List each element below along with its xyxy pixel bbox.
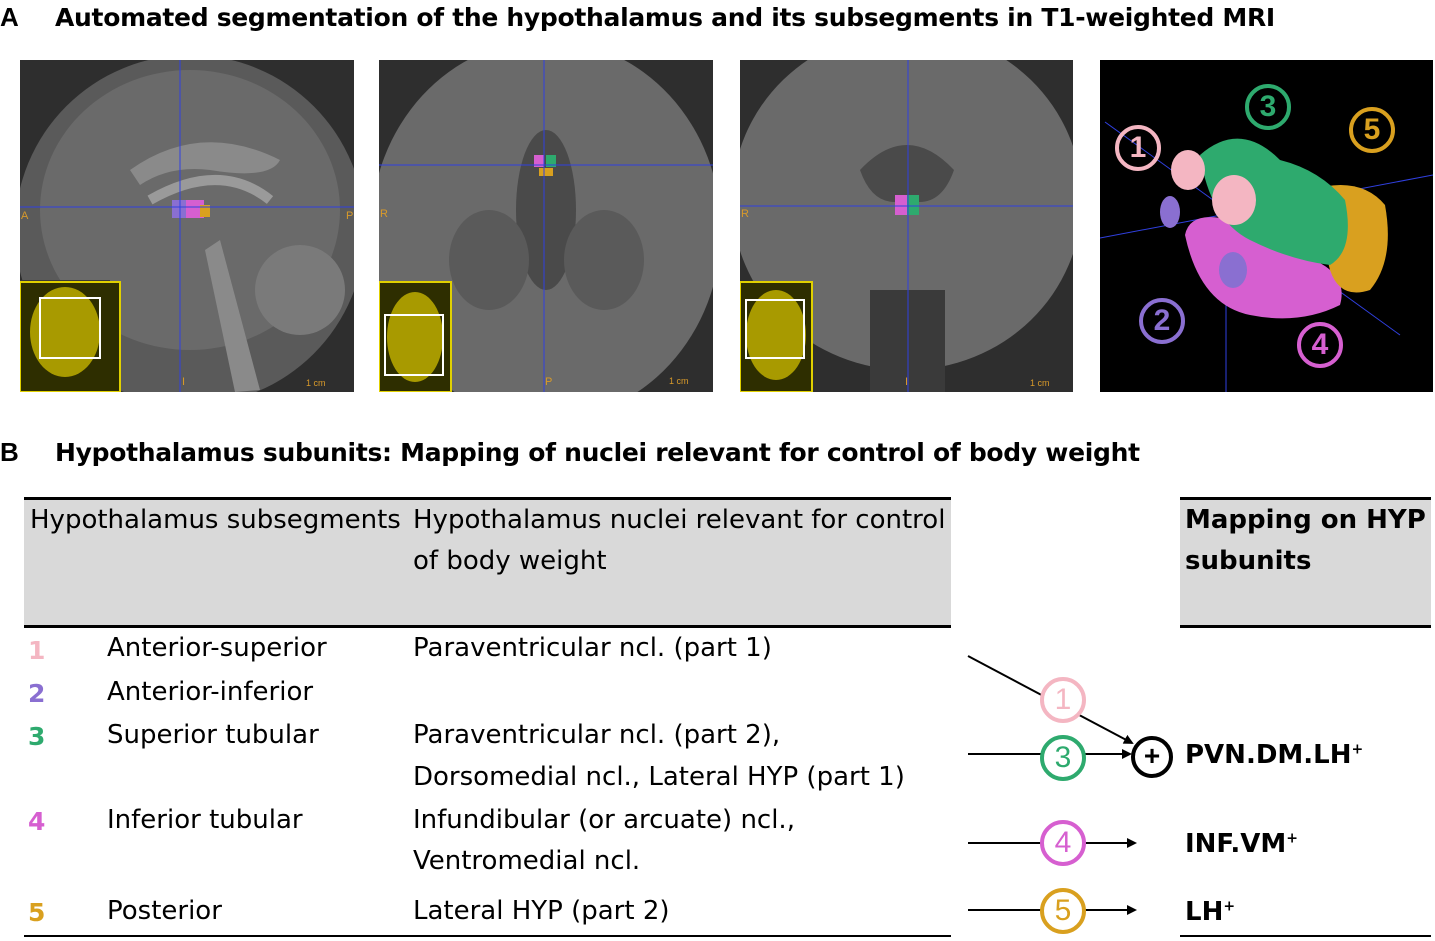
mri-sagittal: A P I 1 cm bbox=[20, 60, 354, 392]
coronal-left-label: R bbox=[741, 208, 749, 220]
mapping-header-bg bbox=[1180, 499, 1431, 626]
mapping-top-rule bbox=[1180, 497, 1431, 500]
table-bottom-rule bbox=[24, 935, 951, 937]
render-marker-5: 5 bbox=[1349, 107, 1395, 153]
mapping-lh: LH+ bbox=[1185, 897, 1236, 927]
mri-axial: R P 1 cm bbox=[379, 60, 713, 392]
map-circle-3: 3 bbox=[1040, 735, 1086, 781]
header-nuclei-line2: of body weight bbox=[413, 546, 607, 576]
sagittal-bottom-label: I bbox=[182, 376, 186, 388]
row-3-nuclei-line1: Paraventricular ncl. (part 2), bbox=[413, 720, 781, 750]
mapping-header-rule bbox=[1180, 625, 1431, 628]
map-circle-5: 5 bbox=[1040, 888, 1086, 934]
axial-left-label: R bbox=[380, 208, 388, 220]
table-header-bg bbox=[24, 499, 951, 626]
panel-b-title: Hypothalamus subunits: Mapping of nuclei… bbox=[55, 438, 1140, 467]
sagittal-right-label: P bbox=[346, 210, 354, 222]
panel-a-title: Automated segmentation of the hypothalam… bbox=[55, 3, 1275, 32]
combine-plus-icon: + bbox=[1131, 736, 1173, 778]
render-marker-3: 3 bbox=[1245, 84, 1291, 130]
panel-b-letter: B bbox=[0, 437, 19, 467]
row-3-nuclei-line2: Dorsomedial ncl., Lateral HYP (part 1) bbox=[413, 762, 905, 792]
row-5-name: Posterior bbox=[107, 896, 222, 926]
axial-scale: 1 cm bbox=[669, 376, 689, 386]
map-circle-1: 1 bbox=[1040, 677, 1086, 723]
row-3-number: 3 bbox=[28, 722, 46, 751]
render-3d: 1 3 5 2 4 bbox=[1100, 60, 1433, 392]
header-subsegments: Hypothalamus subsegments bbox=[30, 505, 401, 535]
render-marker-4: 4 bbox=[1297, 322, 1343, 368]
header-mapping-line2: subunits bbox=[1185, 546, 1312, 576]
mapping-bottom-rule bbox=[1180, 935, 1431, 937]
header-nuclei-line1: Hypothalamus nuclei relevant for control bbox=[413, 505, 946, 535]
row-1-name: Anterior-superior bbox=[107, 633, 327, 663]
map-circle-4: 4 bbox=[1040, 820, 1086, 866]
mri-coronal-image bbox=[740, 60, 1073, 392]
row-2-name: Anterior-inferior bbox=[107, 677, 314, 707]
header-mapping-line1: Mapping on HYP bbox=[1185, 505, 1426, 535]
row-1-nuclei: Paraventricular ncl. (part 1) bbox=[413, 633, 772, 663]
coronal-bottom-label: I bbox=[905, 376, 909, 388]
mapping-inf: INF.VM+ bbox=[1185, 829, 1298, 859]
row-5-number: 5 bbox=[28, 898, 46, 927]
row-4-nuclei-line1: Infundibular (or arcuate) ncl., bbox=[413, 805, 795, 835]
row-5-nuclei: Lateral HYP (part 2) bbox=[413, 896, 670, 926]
mapping-pvn: PVN.DM.LH+ bbox=[1185, 740, 1364, 770]
sagittal-left-label: A bbox=[21, 210, 29, 222]
axial-bottom-label: P bbox=[545, 376, 553, 388]
row-4-nuclei-line2: Ventromedial ncl. bbox=[413, 846, 641, 876]
sagittal-scale: 1 cm bbox=[306, 378, 326, 388]
row-3-name: Superior tubular bbox=[107, 720, 319, 750]
row-4-number: 4 bbox=[28, 807, 46, 836]
mri-axial-image bbox=[379, 60, 713, 392]
panel-a-letter: A bbox=[0, 2, 19, 32]
render-marker-1: 1 bbox=[1115, 125, 1161, 171]
row-4-name: Inferior tubular bbox=[107, 805, 303, 835]
row-1-number: 1 bbox=[28, 636, 46, 665]
mri-sagittal-image bbox=[20, 60, 354, 392]
table-header-rule bbox=[24, 625, 951, 628]
render-marker-2: 2 bbox=[1139, 298, 1185, 344]
coronal-scale: 1 cm bbox=[1030, 378, 1050, 388]
table-top-rule bbox=[24, 497, 951, 500]
row-2-number: 2 bbox=[28, 679, 46, 708]
mri-coronal: R I 1 cm bbox=[740, 60, 1073, 392]
